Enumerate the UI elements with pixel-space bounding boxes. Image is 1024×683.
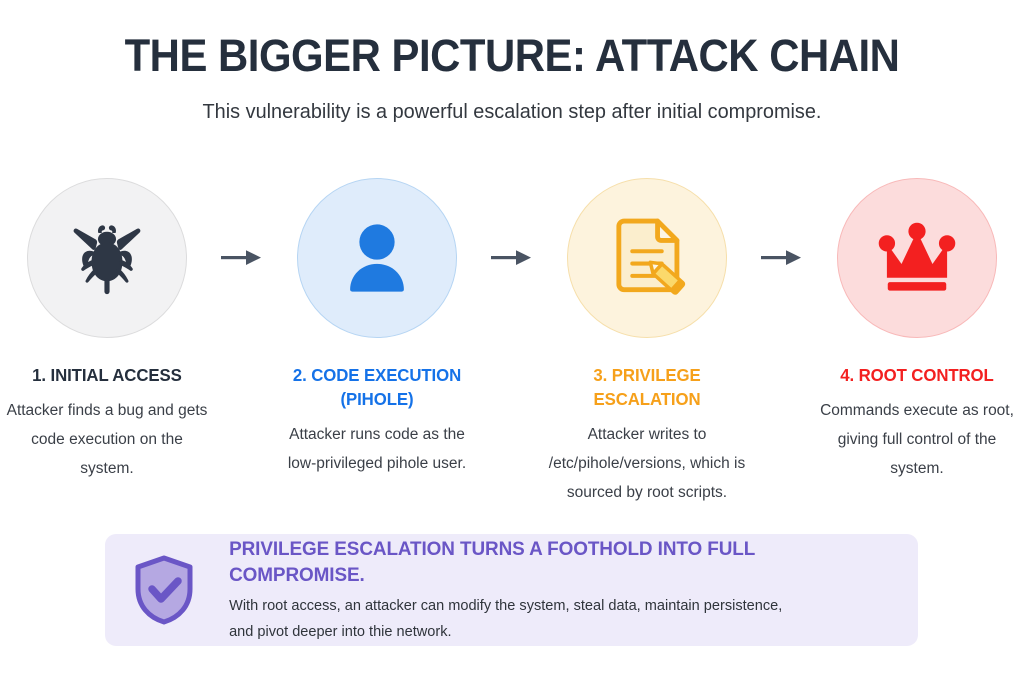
banner-text: PRIVILEGE ESCALATION TURNS A FOOTHOLD IN… (219, 536, 892, 645)
step-3-title: 3. PRIVILEGE ESCALATION (593, 365, 701, 409)
summary-banner: PRIVILEGE ESCALATION TURNS A FOOTHOLD IN… (105, 534, 918, 646)
step-4-root-control: 4. ROOT CONTROL Commands execute as root… (810, 178, 1024, 483)
arrow-right-icon (491, 250, 531, 265)
step-4-title: 4. ROOT CONTROL (840, 365, 994, 385)
arrow-1 (214, 178, 270, 338)
banner-line-2: and pivot deeper into thie network. (229, 622, 452, 640)
banner-line-1: With root access, an attacker can modify… (229, 596, 783, 614)
document-edit-icon (616, 218, 686, 295)
step-4-icon-circle (837, 178, 997, 338)
page-title: THE BIGGER PICTURE: ATTACK CHAIN (124, 30, 900, 81)
step-2-description: Attacker runs code as the low-privileged… (287, 426, 467, 472)
step-4-description: Commands execute as root, giving full co… (820, 402, 1014, 477)
bug-icon (73, 225, 141, 295)
step-1-initial-access: 1. INITIAL ACCESS Attacker finds a bug a… (0, 178, 214, 483)
shield-check-icon (135, 555, 193, 625)
user-icon (350, 224, 404, 292)
arrow-right-icon (761, 250, 801, 265)
attack-chain-steps: 1. INITIAL ACCESS Attacker finds a bug a… (0, 178, 1024, 507)
step-2-icon-circle (297, 178, 457, 338)
step-1-icon-circle (27, 178, 187, 338)
arrow-right-icon (221, 250, 261, 265)
step-2-code-execution: 2. CODE EXECUTION (PIHOLE) Attacker runs… (270, 178, 484, 478)
step-2-title: 2. CODE EXECUTION (PIHOLE) (292, 365, 462, 409)
banner-icon-wrap (131, 553, 197, 627)
step-3-description: Attacker writes to /etc/pihole/versions,… (548, 426, 746, 501)
step-3-icon-circle (567, 178, 727, 338)
arrow-2 (484, 178, 540, 338)
crown-icon (878, 222, 956, 291)
banner-title: PRIVILEGE ESCALATION TURNS A FOOTHOLD IN… (229, 537, 755, 586)
step-1-title: 1. INITIAL ACCESS (32, 365, 182, 385)
step-3-privilege-escalation: 3. PRIVILEGE ESCALATION Attacker writes … (540, 178, 754, 507)
header: THE BIGGER PICTURE: ATTACK CHAIN This vu… (0, 28, 1024, 126)
page-subtitle: This vulnerability is a powerful escalat… (202, 100, 822, 123)
step-1-description: Attacker finds a bug and gets code execu… (6, 402, 208, 477)
arrow-3 (754, 178, 810, 338)
